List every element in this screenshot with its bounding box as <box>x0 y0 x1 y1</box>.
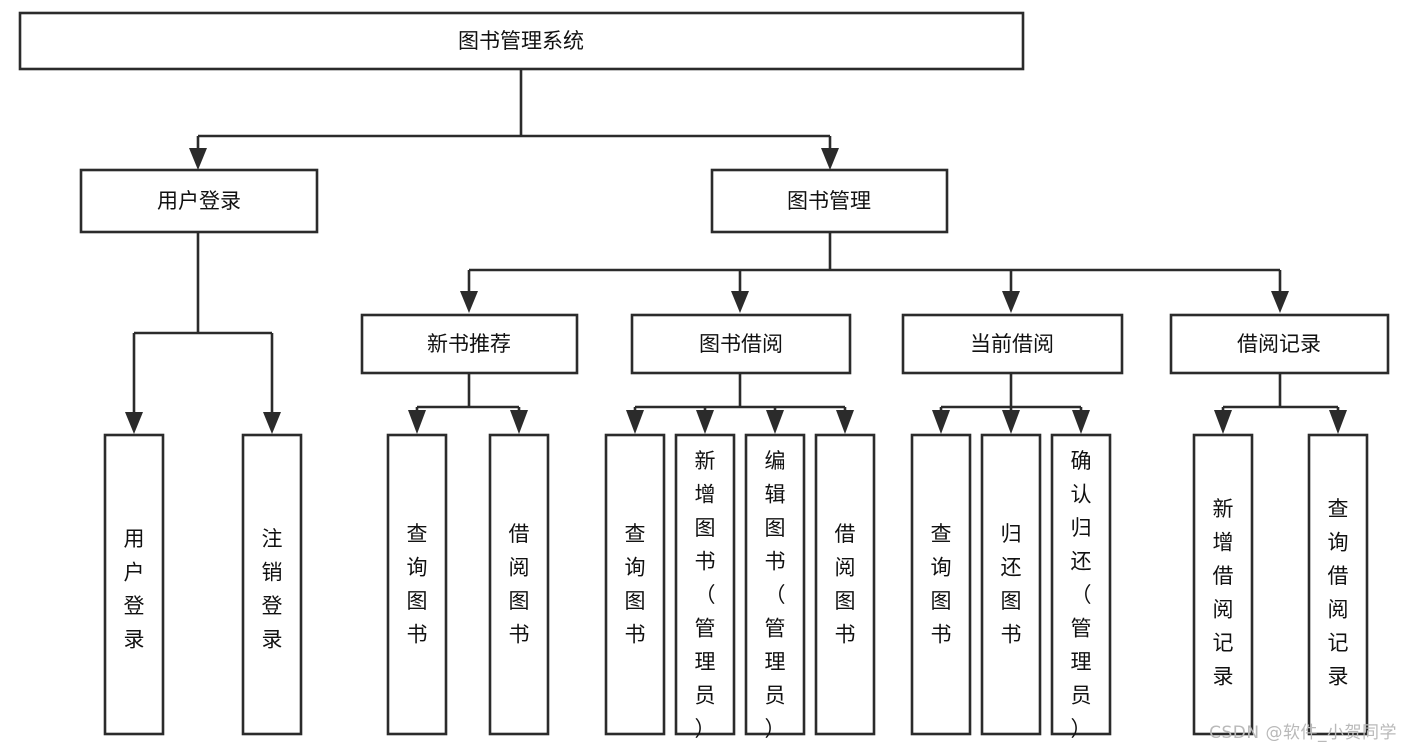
node-leaf-user-login-label: 用户登录 <box>124 527 145 652</box>
node-leaf-borrow-borrow-box[interactable] <box>814 433 876 736</box>
node-leaf-borrow-edit-label: 编辑图书（管理员） <box>765 449 786 741</box>
node-leaf-rec-borrow-label: 借阅图书 <box>509 522 530 647</box>
node-leaf-rec-query[interactable]: 查询图书 <box>386 433 448 736</box>
node-leaf-borrow-query[interactable]: 查询图书 <box>604 433 666 736</box>
arrowhead-leaf-borrow-add <box>696 410 714 434</box>
arrowhead-book-borrow <box>731 291 749 313</box>
node-leaf-cur-return-label: 归还图书 <box>1001 522 1022 647</box>
connector-layer <box>125 69 1347 434</box>
node-leaf-rec-add[interactable]: 新增借阅记录 <box>1192 433 1254 736</box>
node-leaf-rec-query-label: 查询图书 <box>407 522 428 647</box>
node-leaf-user-login-box[interactable] <box>103 433 165 736</box>
arrowhead-leaf-rec-query <box>408 410 426 434</box>
arrowhead-new-book-rec <box>460 291 478 313</box>
node-leaf-cur-return[interactable]: 归还图书 <box>980 433 1042 736</box>
node-leaf-cur-query-label: 查询图书 <box>931 522 952 647</box>
node-book-manage[interactable]: 图书管理 <box>710 168 949 234</box>
arrowhead-leaf-user-logout <box>263 412 281 434</box>
node-leaf-rec-borrow[interactable]: 借阅图书 <box>488 433 550 736</box>
node-leaf-rec-borrow-box[interactable] <box>488 433 550 736</box>
node-leaf-cur-confirm[interactable]: 确认归还（管理员） <box>1050 433 1112 741</box>
arrowhead-borrow-record <box>1271 291 1289 313</box>
node-book-borrow[interactable]: 图书借阅 <box>630 313 852 375</box>
arrowhead-user-login <box>189 148 207 170</box>
node-leaf-rec-search[interactable]: 查询借阅记录 <box>1307 433 1369 736</box>
node-book-borrow-box[interactable] <box>630 313 852 375</box>
node-leaf-borrow-borrow-label: 借阅图书 <box>835 522 856 647</box>
arrowhead-leaf-cur-query <box>932 410 950 434</box>
node-borrow-record-label: 借阅记录 <box>1237 332 1321 356</box>
arrowhead-leaf-borrow-borrow <box>836 410 854 434</box>
node-leaf-user-login[interactable]: 用户登录 <box>103 433 165 736</box>
node-borrow-record-box[interactable] <box>1169 313 1390 375</box>
node-root-label: 图书管理系统 <box>458 29 584 53</box>
node-leaf-cur-confirm-box[interactable] <box>1050 433 1112 736</box>
node-user-login-label: 用户登录 <box>157 189 241 213</box>
node-leaf-rec-add-label: 新增借阅记录 <box>1213 497 1234 689</box>
node-leaf-rec-query-box[interactable] <box>386 433 448 736</box>
node-leaf-borrow-add-box[interactable] <box>674 433 736 736</box>
node-leaf-borrow-edit-box[interactable] <box>744 433 806 736</box>
node-leaf-cur-query-box[interactable] <box>910 433 972 736</box>
arrowhead-current-borrow <box>1002 291 1020 313</box>
node-leaf-cur-confirm-label: 确认归还（管理员） <box>1071 449 1092 741</box>
node-leaf-rec-add-box[interactable] <box>1192 433 1254 736</box>
node-leaf-rec-search-label: 查询借阅记录 <box>1328 497 1349 689</box>
node-current-borrow-box[interactable] <box>901 313 1124 375</box>
node-book-manage-label: 图书管理 <box>787 189 871 213</box>
arrowhead-leaf-rec-search <box>1329 410 1347 434</box>
node-leaf-borrow-query-box[interactable] <box>604 433 666 736</box>
arrowhead-leaf-borrow-edit <box>766 410 784 434</box>
arrowhead-leaf-cur-return <box>1002 410 1020 434</box>
arrowhead-leaf-cur-confirm <box>1072 410 1090 434</box>
arrowhead-book-manage <box>821 148 839 170</box>
node-root[interactable]: 图书管理系统 <box>18 11 1025 71</box>
node-leaf-rec-search-box[interactable] <box>1307 433 1369 736</box>
node-current-borrow-label: 当前借阅 <box>970 332 1054 356</box>
arrowhead-leaf-user-login <box>125 412 143 434</box>
node-new-book-rec[interactable]: 新书推荐 <box>360 313 579 375</box>
arrowhead-leaf-borrow-query <box>626 410 644 434</box>
node-leaf-cur-return-box[interactable] <box>980 433 1042 736</box>
node-leaf-user-logout-label: 注销登录 <box>262 527 283 652</box>
node-leaf-borrow-add[interactable]: 新增图书（管理员） <box>674 433 736 741</box>
node-user-login-box[interactable] <box>79 168 319 234</box>
node-current-borrow[interactable]: 当前借阅 <box>901 313 1124 375</box>
node-leaf-borrow-query-label: 查询图书 <box>625 522 646 647</box>
node-root-box[interactable] <box>18 11 1025 71</box>
node-leaf-borrow-edit[interactable]: 编辑图书（管理员） <box>744 433 806 741</box>
node-leaf-user-logout[interactable]: 注销登录 <box>241 433 303 736</box>
node-book-manage-box[interactable] <box>710 168 949 234</box>
node-leaf-cur-query[interactable]: 查询图书 <box>910 433 972 736</box>
watermark-text: CSDN @软件_小贺同学 <box>1209 723 1397 743</box>
node-leaf-borrow-borrow[interactable]: 借阅图书 <box>814 433 876 736</box>
node-book-borrow-label: 图书借阅 <box>699 332 783 356</box>
node-new-book-rec-box[interactable] <box>360 313 579 375</box>
node-new-book-rec-label: 新书推荐 <box>427 332 511 356</box>
arrowhead-leaf-rec-borrow <box>510 410 528 434</box>
node-leaf-borrow-add-label: 新增图书（管理员） <box>695 449 716 741</box>
node-user-login[interactable]: 用户登录 <box>79 168 319 234</box>
node-borrow-record[interactable]: 借阅记录 <box>1169 313 1390 375</box>
arrowhead-leaf-rec-add <box>1214 410 1232 434</box>
node-leaf-user-logout-box[interactable] <box>241 433 303 736</box>
